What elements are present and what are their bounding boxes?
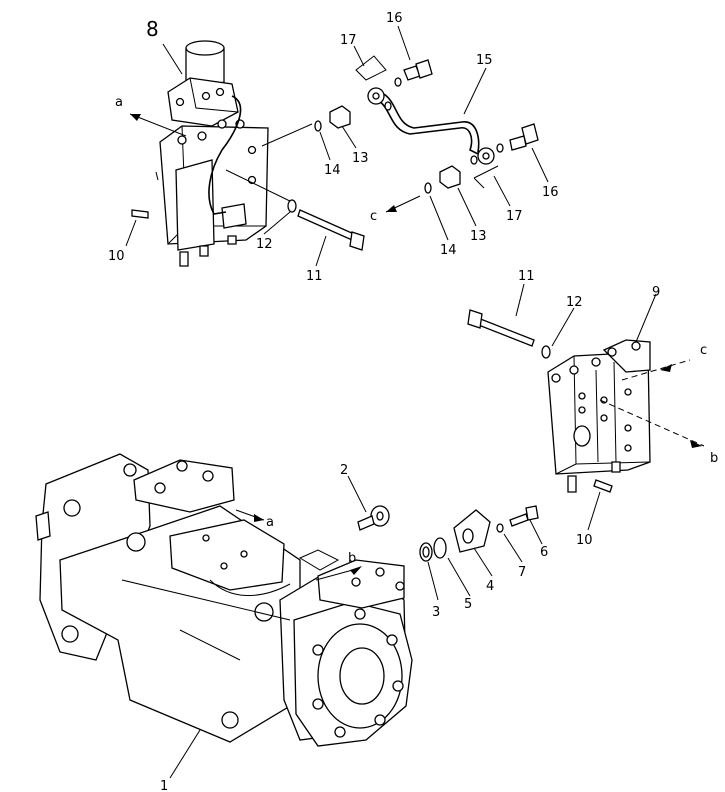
callout-labels: 8 16 17 15 14 13 16 17 13 14 12 11 10 11… — [108, 11, 660, 792]
connector-label-c-right: c — [700, 343, 707, 358]
callout-11-top: 11 — [306, 269, 323, 284]
callout-14-top: 14 — [324, 163, 341, 178]
leader-valve-to-seal — [261, 123, 313, 147]
part-2-fitting — [357, 505, 390, 531]
main-pump — [35, 453, 413, 747]
connector-c-left: c — [370, 195, 421, 224]
callout-3: 3 — [432, 605, 440, 620]
callout-10-right: 10 — [576, 533, 593, 548]
callout-5: 5 — [464, 597, 472, 612]
valve-assembly-upper-left — [131, 40, 269, 267]
connector-label-b-bottom: b — [348, 551, 356, 566]
callout-4: 4 — [486, 579, 494, 594]
valve-assembly-right — [467, 309, 651, 493]
pipe-assembly — [287, 55, 539, 251]
connector-label-a-top: a — [115, 95, 123, 110]
callout-12-right: 12 — [566, 295, 583, 310]
callout-1: 1 — [160, 779, 168, 792]
connector-label-b-right: b — [710, 451, 718, 466]
callout-2: 2 — [340, 463, 348, 478]
callout-7: 7 — [518, 565, 526, 580]
callout-13-bottom: 13 — [470, 229, 487, 244]
callout-12-top: 12 — [256, 237, 273, 252]
callout-17-bottom: 17 — [506, 209, 523, 224]
callout-10-top: 10 — [108, 249, 125, 264]
callout-13-top: 13 — [352, 151, 369, 166]
connector-label-a-bottom: a — [266, 515, 274, 530]
callout-16-top: 16 — [386, 11, 403, 26]
callout-17-top: 17 — [340, 33, 357, 48]
leader-valve-to-bolt — [225, 169, 297, 205]
connector-c-right: c — [621, 343, 707, 381]
connector-b-right: b — [599, 399, 718, 466]
callout-9: 9 — [652, 285, 660, 300]
connector-label-c-left: c — [370, 209, 377, 224]
leader-lines — [125, 25, 657, 779]
callout-6: 6 — [540, 545, 548, 560]
callout-14-bottom: 14 — [440, 243, 457, 258]
connector-a-top: a — [115, 95, 187, 137]
callout-15: 15 — [476, 53, 493, 68]
cover-parts — [419, 505, 539, 562]
connector-b-bottom: b — [298, 549, 362, 581]
callout-11-right: 11 — [518, 269, 535, 284]
connector-a-bottom: a — [235, 509, 274, 530]
callout-16-right: 16 — [542, 185, 559, 200]
callout-8: 8 — [146, 17, 159, 41]
